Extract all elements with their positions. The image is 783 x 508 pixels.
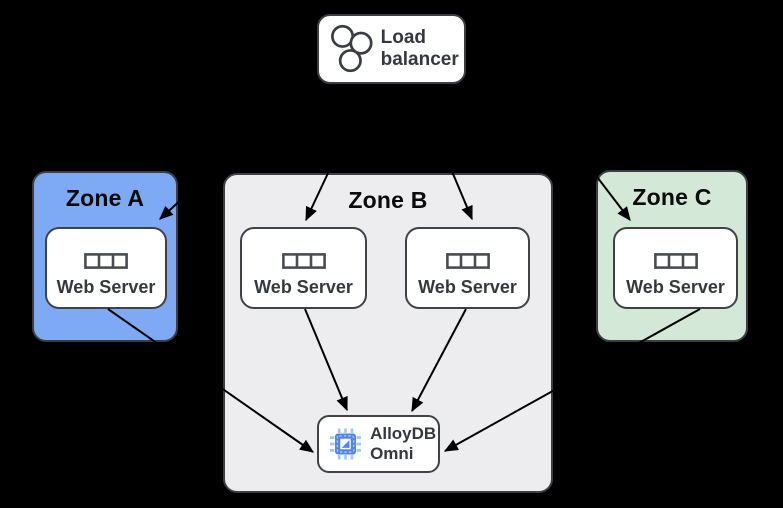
web-server-zone-b-2: Web Server bbox=[405, 227, 530, 309]
server-icon bbox=[653, 253, 698, 269]
zone-c-label: Zone C bbox=[632, 184, 712, 210]
load-balancer: Load balancer bbox=[317, 14, 466, 84]
zone-b-label: Zone B bbox=[348, 187, 428, 213]
alloydb-omni-label: AlloyDB Omni bbox=[370, 424, 437, 463]
load-balancer-label: Load balancer bbox=[380, 27, 459, 70]
web-server-label: Web Server bbox=[56, 277, 156, 297]
zone-c: Zone C Web Server bbox=[596, 170, 748, 342]
web-server-zone-c: Web Server bbox=[613, 227, 738, 309]
server-icon bbox=[445, 253, 490, 269]
web-server-zone-b-1: Web Server bbox=[240, 227, 367, 309]
server-icon bbox=[281, 253, 326, 269]
server-icon bbox=[84, 253, 128, 269]
zone-a-label: Zone A bbox=[65, 185, 145, 211]
alloydb-chip-icon bbox=[330, 428, 362, 460]
web-server-zone-a: Web Server bbox=[45, 227, 167, 309]
web-server-label: Web Server bbox=[254, 277, 353, 297]
web-server-label: Web Server bbox=[418, 277, 517, 297]
load-balancer-icon bbox=[331, 24, 373, 73]
zone-a: Zone A Web Server bbox=[32, 171, 178, 342]
web-server-label: Web Server bbox=[626, 277, 725, 297]
alloydb-omni: AlloyDB Omni bbox=[317, 415, 440, 473]
